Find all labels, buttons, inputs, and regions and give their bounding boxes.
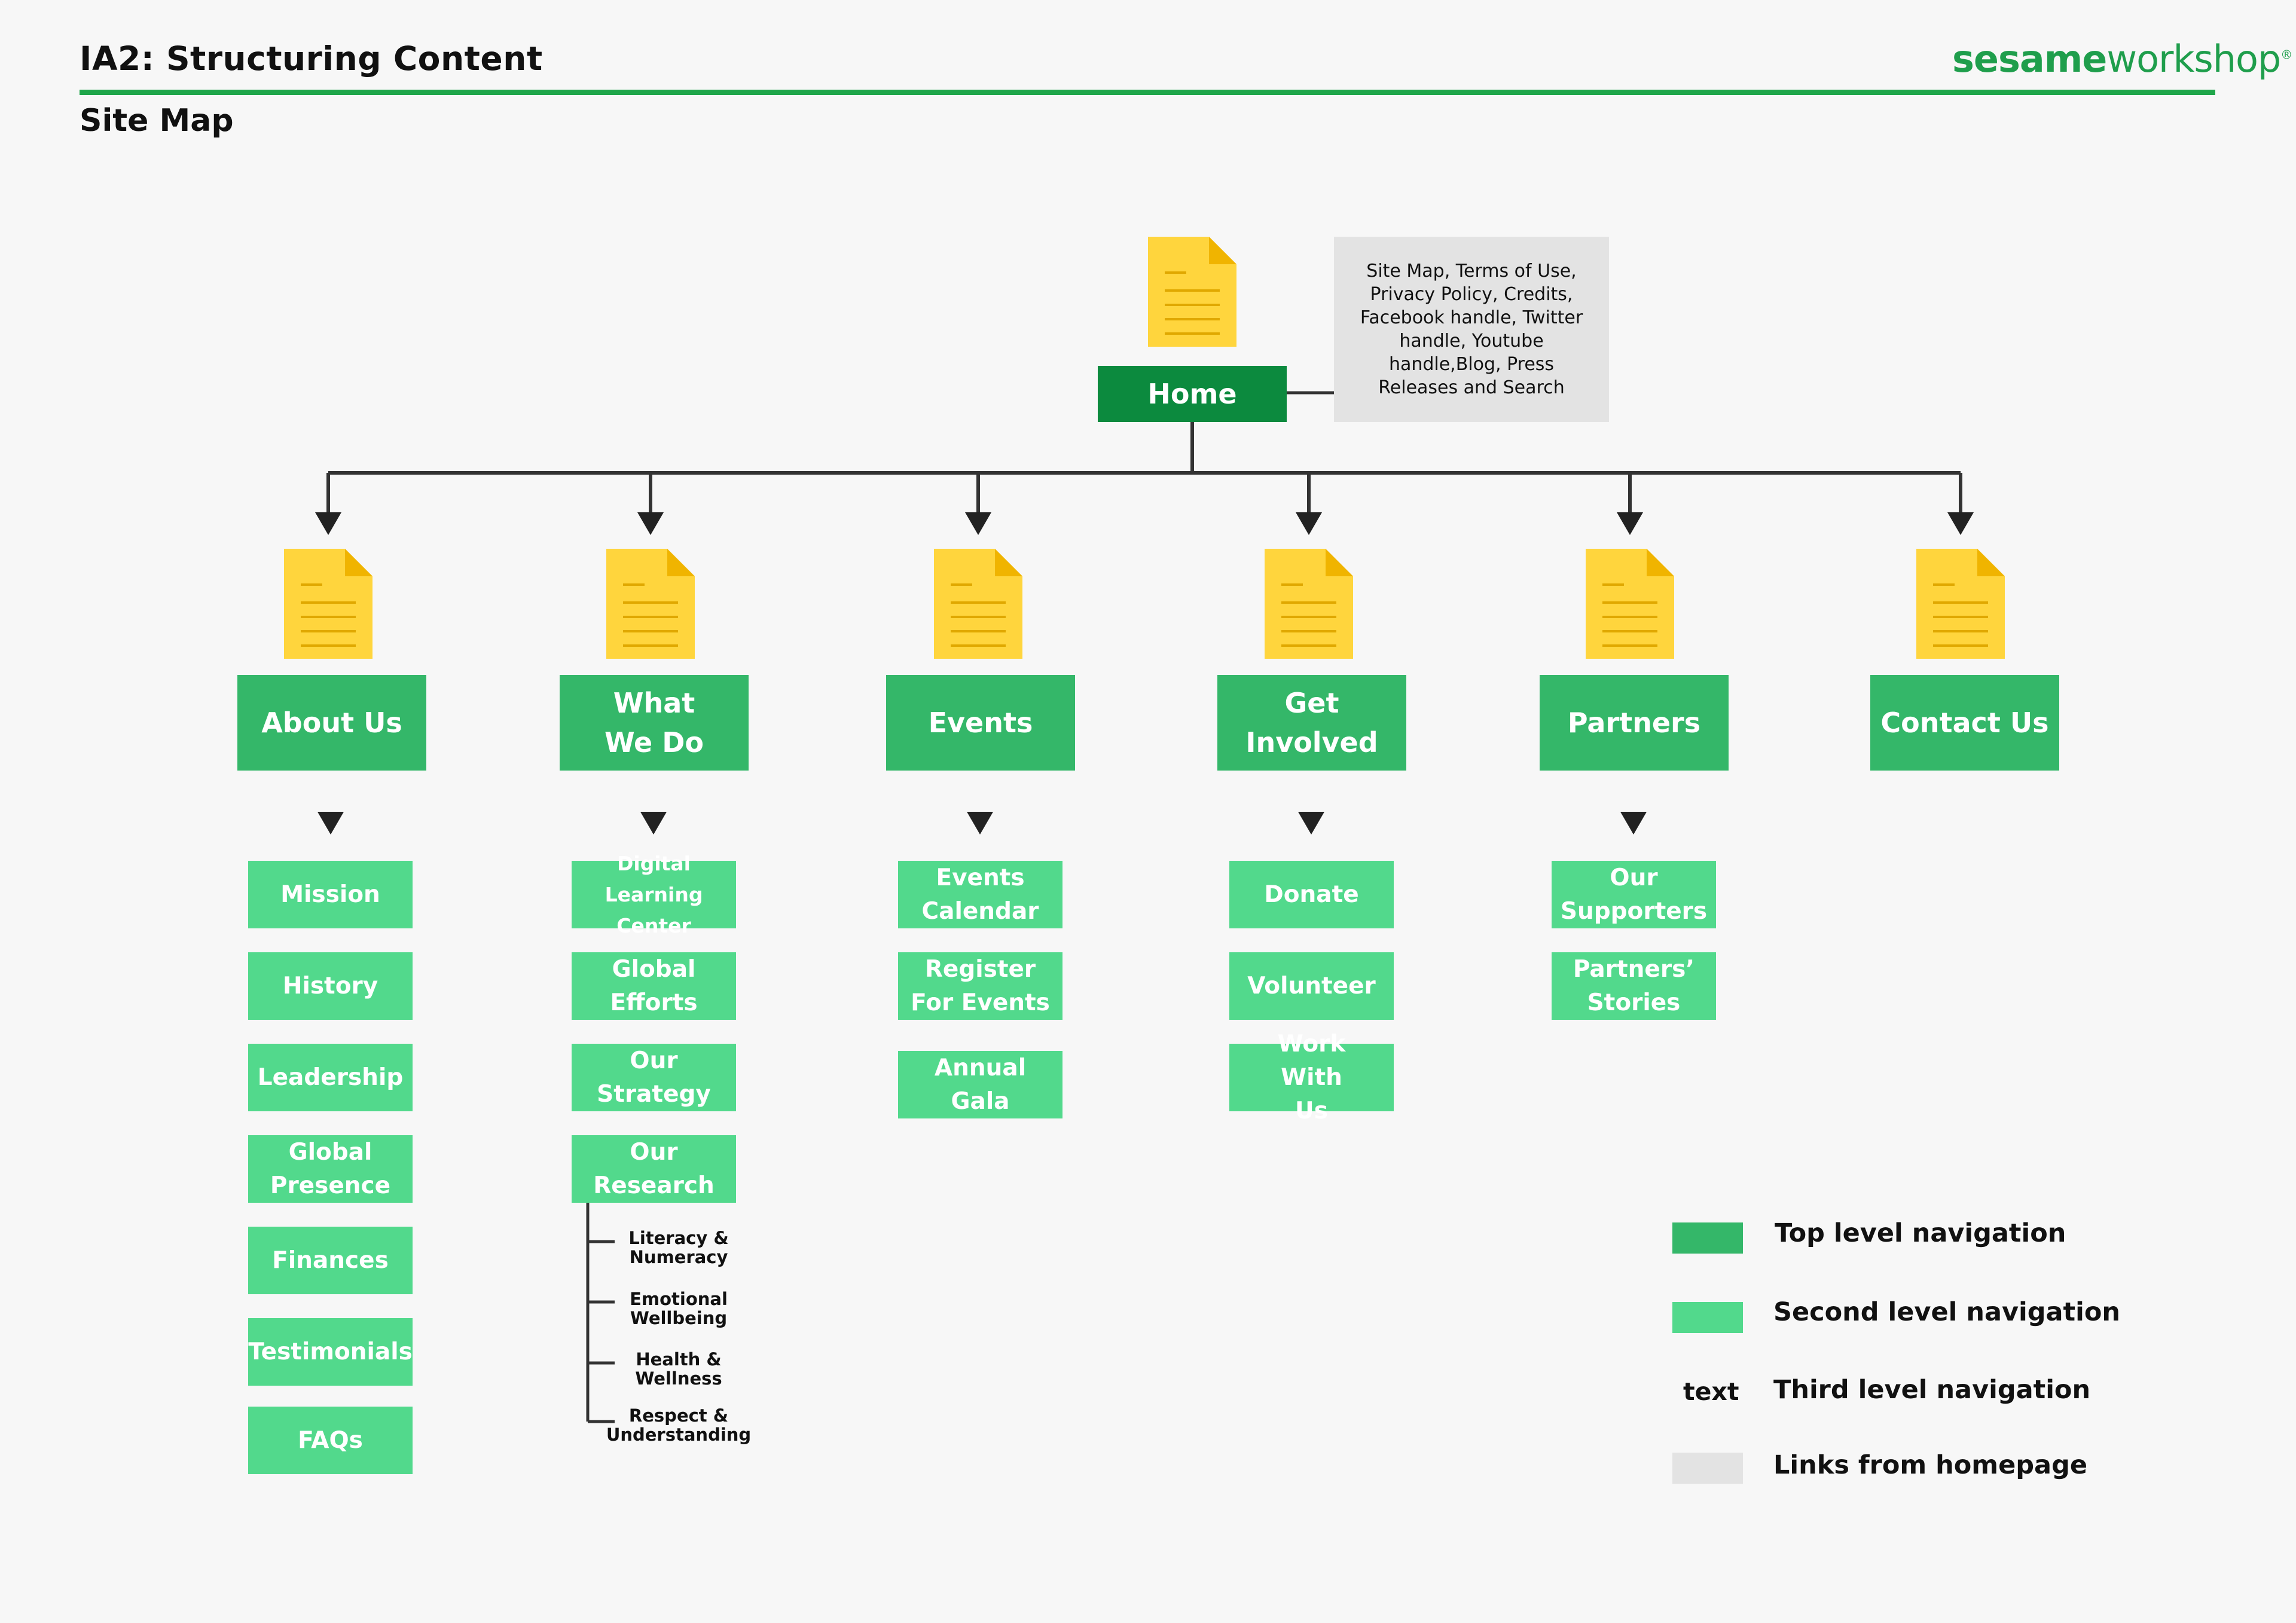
homepage-links-note: Site Map, Terms of Use, Privacy Policy, …	[1334, 237, 1609, 422]
subnav-our-strategy[interactable]: Our Strategy	[572, 1044, 736, 1111]
subnav-register-for-events[interactable]: Register For Events	[898, 952, 1062, 1020]
legend-label-links: Links from homepage	[1773, 1450, 2088, 1480]
arrow-top-3	[1296, 512, 1322, 535]
subnav-leadership[interactable]: Leadership	[248, 1044, 413, 1111]
nav-contact-us[interactable]: Contact Us	[1870, 675, 2059, 771]
subnav-finances[interactable]: Finances	[248, 1227, 413, 1294]
page-icon-home	[1148, 237, 1236, 347]
subnav-work-with-us[interactable]: Work With Us	[1229, 1031, 1394, 1124]
thirdnav-respect-understanding[interactable]: Respect & Understanding	[606, 1405, 752, 1445]
page-icon-section-0	[284, 549, 373, 659]
thirdnav-health-wellness[interactable]: Health & Wellness	[635, 1349, 722, 1389]
nav-what-we-do[interactable]: What We Do	[560, 675, 749, 771]
page-icon-section-2	[934, 549, 1022, 659]
subnav-our-research[interactable]: Our Research	[572, 1135, 736, 1203]
arrow-second-2	[967, 812, 993, 835]
arrow-second-4	[1620, 812, 1647, 835]
nav-events[interactable]: Events	[886, 675, 1075, 771]
page-icon-section-3	[1265, 549, 1353, 659]
subnav-global-efforts[interactable]: Global Efforts	[572, 952, 736, 1020]
subnav-our-supporters[interactable]: Our Supporters	[1552, 861, 1716, 928]
subnav-volunteer[interactable]: Volunteer	[1229, 952, 1394, 1020]
nav-about-us[interactable]: About Us	[237, 675, 426, 771]
arrow-top-5	[1947, 512, 1974, 535]
subnav-events-calendar[interactable]: Events Calendar	[898, 861, 1062, 928]
thirdnav-literacy-numeracy[interactable]: Literacy & Numeracy	[628, 1228, 729, 1267]
connector-lines	[315, 391, 1974, 1423]
nav-partners[interactable]: Partners	[1540, 675, 1729, 771]
arrow-top-1	[637, 512, 664, 535]
page-icon-section-1	[606, 549, 695, 659]
subnav-mission[interactable]: Mission	[248, 861, 413, 928]
legend-label-second-level: Second level navigation	[1773, 1297, 2120, 1327]
subnav-partners-stories[interactable]: Partners’ Stories	[1552, 952, 1716, 1020]
page-icon-section-5	[1916, 549, 2005, 659]
nav-get-involved[interactable]: Get Involved	[1217, 675, 1406, 771]
arrow-top-0	[315, 512, 341, 535]
arrow-top-2	[965, 512, 991, 535]
subnav-faqs[interactable]: FAQs	[248, 1407, 413, 1474]
page-icon-section-4	[1586, 549, 1674, 659]
arrow-top-4	[1617, 512, 1643, 535]
legend-label-third-level: Third level navigation	[1773, 1375, 2091, 1405]
home-node[interactable]: Home	[1098, 366, 1287, 422]
legend-sample-third-level: text	[1683, 1377, 1739, 1406]
header-divider	[80, 90, 2215, 95]
subnav-digital-learning-center[interactable]: Digital Learning Center	[572, 852, 736, 937]
subnav-global-presence[interactable]: Global Presence	[248, 1135, 413, 1203]
legend-swatch-links	[1672, 1453, 1743, 1484]
arrow-second-3	[1298, 812, 1324, 835]
page-subtitle: Site Map	[80, 103, 234, 139]
subnav-donate[interactable]: Donate	[1229, 861, 1394, 928]
subnav-history[interactable]: History	[248, 952, 413, 1020]
sesame-workshop-logo: sesameworkshop®	[1952, 37, 2292, 81]
subnav-testimonials[interactable]: Testimonials	[248, 1318, 413, 1386]
arrow-second-0	[317, 812, 344, 835]
page-title: IA2: Structuring Content	[80, 39, 543, 78]
arrow-second-1	[640, 812, 667, 835]
page-icons	[284, 237, 2005, 659]
subnav-annual-gala[interactable]: Annual Gala	[898, 1051, 1062, 1118]
legend-swatch-second-level	[1672, 1302, 1743, 1333]
legend-swatch-top-level	[1672, 1222, 1743, 1254]
thirdnav-emotional-wellbeing[interactable]: Emotional Wellbeing	[630, 1289, 728, 1328]
legend-label-top-level: Top level navigation	[1775, 1218, 2066, 1248]
